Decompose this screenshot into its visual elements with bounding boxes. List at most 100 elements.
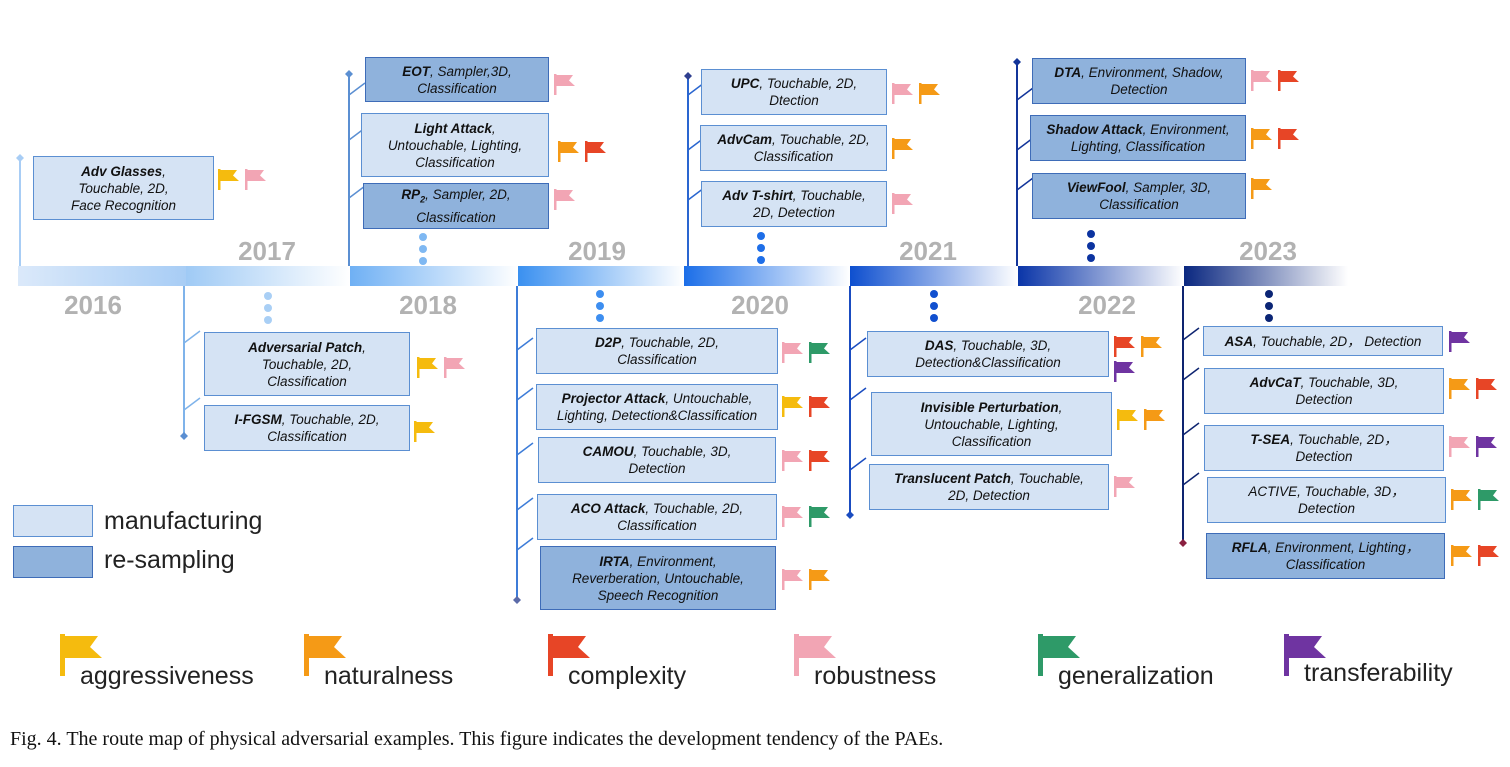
method-card-eot: EOT, Sampler,3D,Classification (365, 57, 549, 102)
card-line: Lighting, Detection&Classification (556, 408, 758, 423)
method-name: Invisible Perturbation (920, 399, 1059, 415)
flags-rp2 (553, 188, 577, 210)
method-card-t-sea: T-SEA, Touchable, 2D，Detection (1204, 425, 1444, 471)
branch-connector (348, 82, 366, 96)
method-card-rp2: RP2, Sampler, 2D, Classification (363, 183, 549, 229)
flags-active (1450, 488, 1501, 510)
complexity-flag-icon (809, 396, 830, 417)
card-line: Adversarial Patch, (248, 339, 366, 355)
method-card-rfla: RFLA, Environment, Lighting，Classificati… (1206, 533, 1445, 579)
method-card-irta: IRTA, Environment,Reverberation, Untouch… (540, 546, 776, 610)
card-line: Adv T-shirt, Touchable, (722, 188, 866, 203)
year-label-2017: 2017 (238, 236, 296, 266)
robustness-flag-icon (1114, 476, 1135, 497)
card-line: D2P, Touchable, 2D, (594, 335, 720, 350)
card-line: Detection (628, 461, 686, 476)
method-card-i-fgsm: I-FGSM, Touchable, 2D,Classification (204, 405, 410, 451)
card-line: Detection (1110, 82, 1168, 97)
robustness-flag-icon (554, 74, 575, 95)
complexity-flag-icon (1114, 336, 1135, 357)
branch-connector (1182, 327, 1200, 341)
method-name: Adv Glasses (81, 163, 163, 179)
naturalness-flag-icon (919, 83, 940, 104)
card-line: DAS, Touchable, 3D, (924, 338, 1052, 353)
method-card-invisible-perturbation: Invisible Perturbation,Untouchable, Ligh… (871, 392, 1112, 456)
flag-legend-label-generalization: generalization (1058, 662, 1214, 690)
method-card-viewfool: ViewFool, Sampler, 3D,Classification (1032, 173, 1246, 219)
ellipsis-dots (757, 232, 767, 268)
method-card-upc: UPC, Touchable, 2D,Dtection (701, 69, 887, 115)
method-card-aco-attack: ACO Attack, Touchable, 2D,Classification (537, 494, 777, 540)
timeline-bar-2018 (350, 266, 518, 286)
method-card-dta: DTA, Environment, Shadow,Detection (1032, 58, 1246, 104)
naturalness-flag-icon (304, 634, 346, 676)
flag-legend-generalization (1036, 630, 1084, 683)
complexity-flag-icon (1476, 378, 1497, 399)
aggressiveness-flag-icon (782, 396, 803, 417)
flags-adv-tshirt (891, 192, 915, 214)
branch-connector (516, 497, 534, 511)
naturalness-flag-icon (1144, 409, 1165, 430)
column-end-marker (16, 154, 24, 162)
robustness-flag-icon (782, 342, 803, 363)
method-card-light-attack: Light Attack,Untouchable, Lighting,Class… (361, 113, 549, 177)
legend-swatch-manufacturing (13, 505, 93, 537)
method-name: Light Attack (414, 120, 492, 136)
branch-connector (1016, 177, 1034, 191)
method-card-adv-tshirt: Adv T-shirt, Touchable, 2D, Detection (701, 181, 887, 227)
branch-connector (1016, 87, 1034, 101)
column-end-marker (846, 511, 854, 519)
card-line: Classification (415, 154, 495, 170)
dot (930, 302, 938, 310)
ellipsis-dots (1265, 290, 1275, 326)
complexity-flag-icon (1278, 70, 1299, 91)
flags-adversarial-patch (416, 356, 467, 378)
method-card-advcat: AdvCaT, Touchable, 3D,Detection (1204, 368, 1444, 414)
card-line: Invisible Perturbation, (920, 399, 1063, 415)
flags-irta (781, 568, 832, 590)
flags-adv-glasses (217, 168, 268, 190)
robustness-flag-icon (1449, 436, 1470, 457)
card-line: Detection (1297, 501, 1356, 516)
naturalness-flag-icon (1251, 128, 1272, 149)
card-line: UPC, Touchable, 2D, (730, 76, 858, 91)
flag-legend-label-naturalness: naturalness (324, 662, 454, 690)
branch-connector (849, 457, 867, 471)
legend-label-manufacturing: manufacturing (104, 507, 263, 535)
complexity-flag-icon (1478, 545, 1499, 566)
ellipsis-dots (930, 290, 940, 326)
card-line: ViewFool, Sampler, 3D, (1066, 180, 1212, 195)
method-name: Translucent Patch (894, 471, 1011, 486)
branch-connector (516, 537, 534, 551)
card-line: 2D, Detection (753, 205, 835, 220)
card-line: Translucent Patch, Touchable, (894, 471, 1084, 486)
legend-label-resampling: re-sampling (104, 546, 235, 574)
method-card-advcam: AdvCam, Touchable, 2D,Classification (700, 125, 887, 171)
flag-legend-label-aggressiveness: aggressiveness (80, 662, 254, 690)
method-name: UPC (730, 76, 760, 91)
branch-connector (183, 330, 201, 344)
card-line: Projector Attack, Untouchable, (561, 391, 753, 406)
dot (1087, 254, 1095, 262)
method-name: ViewFool (1066, 180, 1126, 195)
card-line: Speech Recognition (597, 587, 719, 603)
robustness-flag-icon (554, 189, 575, 210)
card-line: EOT, Sampler,3D, (402, 63, 512, 79)
method-name: Shadow Attack (1046, 122, 1143, 137)
card-line: Touchable, 2D, (261, 356, 353, 372)
method-card-adversarial-patch: Adversarial Patch,Touchable, 2D,Classifi… (204, 332, 410, 396)
robustness-flag-icon (892, 83, 913, 104)
method-name: I-FGSM (234, 412, 282, 427)
card-line: ASA, Touchable, 2D， Detection (1224, 333, 1422, 349)
flag-legend-transferability (1282, 630, 1330, 683)
card-line: RP2, Sampler, 2D, (401, 187, 511, 205)
card-line: Classification (416, 209, 496, 225)
timeline-bar-2017 (186, 266, 350, 286)
method-card-asa: ASA, Touchable, 2D， Detection (1203, 326, 1443, 356)
generalization-flag-icon (1478, 489, 1499, 510)
naturalness-flag-icon (1141, 336, 1162, 357)
card-line: Detection (1295, 392, 1353, 407)
flags-light-attack (557, 140, 608, 162)
dot (757, 232, 765, 240)
